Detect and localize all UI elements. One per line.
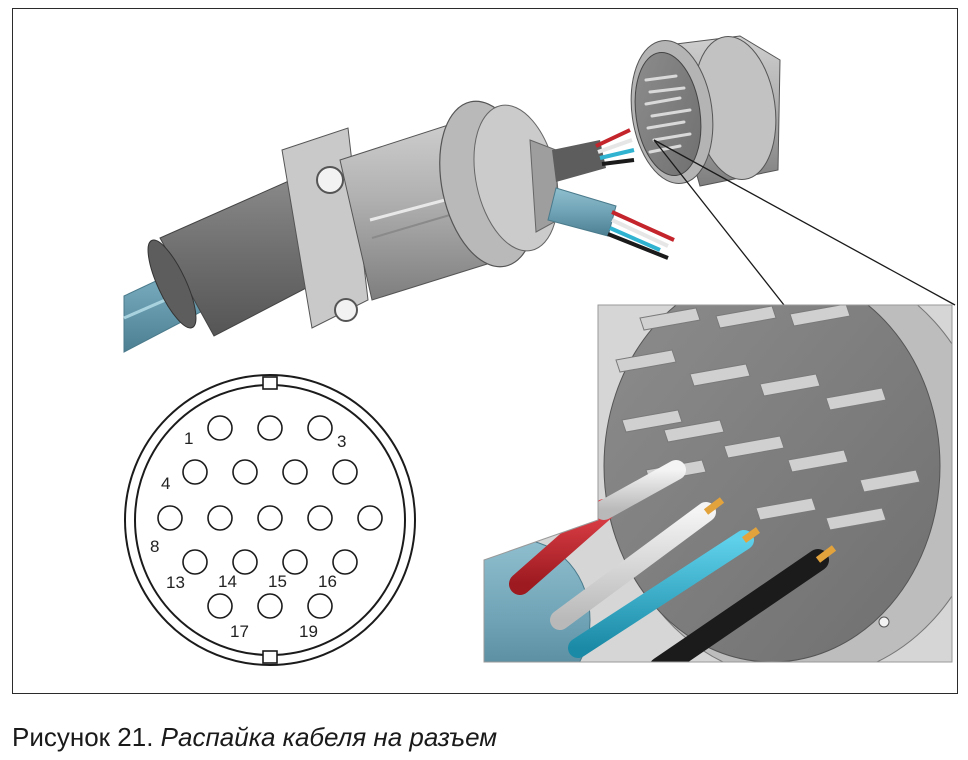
receptacle-connector xyxy=(630,35,781,187)
figure-caption: Рисунок 21. Распайка кабеля на разъем xyxy=(12,722,497,753)
pin-label-1: 1 xyxy=(184,429,193,448)
cable-connector-assembly xyxy=(123,100,675,353)
pin-holes xyxy=(157,415,383,619)
zoomed-pin-view xyxy=(484,305,952,662)
zoom-inset-border xyxy=(483,304,953,663)
pin-label-16: 16 xyxy=(318,572,337,591)
zoom-callout-lines xyxy=(653,139,956,306)
pin-label-19: 19 xyxy=(299,622,318,641)
pinout-diagram: 1 3 4 8 13 14 15 16 17 19 xyxy=(124,374,416,666)
caption-title: Распайка кабеля на разъем xyxy=(160,722,498,752)
pin-label-4: 4 xyxy=(161,474,170,493)
pin-label-8: 8 xyxy=(150,537,159,556)
pin-label-15: 15 xyxy=(268,572,287,591)
pin-label-3: 3 xyxy=(337,432,346,451)
connector-illustration: 1 3 4 8 13 14 15 16 17 19 xyxy=(123,35,956,666)
pin-label-13: 13 xyxy=(166,573,185,592)
pin-label-17: 17 xyxy=(230,622,249,641)
pin-label-14: 14 xyxy=(218,572,237,591)
caption-label: Рисунок 21. xyxy=(12,722,154,752)
